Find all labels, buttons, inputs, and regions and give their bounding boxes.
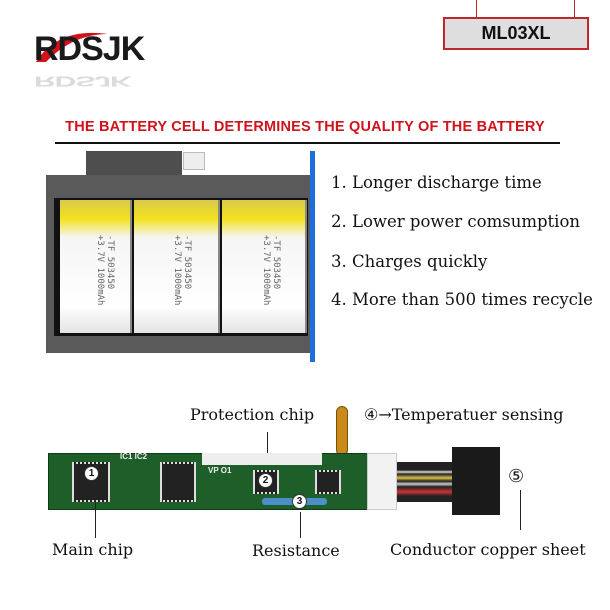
silkscreen-label: VP O1 xyxy=(208,466,232,475)
copper-sheet xyxy=(367,453,397,510)
marker-1: 1 xyxy=(84,466,99,481)
cell-label: -TF 503450+3.7V 1000mAh xyxy=(261,235,281,306)
main-chip-label: Main chip xyxy=(52,540,134,559)
main-chip xyxy=(72,462,110,502)
feature-item: 1. Longer discharge time xyxy=(331,173,542,192)
brand-logo-swoosh xyxy=(36,32,108,62)
feature-item: 3. Charges quickly xyxy=(331,252,488,271)
protection-chip xyxy=(315,470,341,494)
cable-connector xyxy=(452,447,500,515)
temperature-sensor xyxy=(336,406,348,456)
model-tag-line xyxy=(574,0,575,17)
cell-label: -TF 503450+3.7V 1000mAh xyxy=(172,235,192,306)
pcb-pad-strip xyxy=(202,453,322,465)
conductor-arrow xyxy=(520,490,521,530)
battery-cell xyxy=(60,200,132,333)
battery-connector xyxy=(183,152,205,170)
wire-harness xyxy=(397,462,453,502)
brand-logo-reflection: RDSJK xyxy=(34,73,131,90)
marker-2: 2 xyxy=(258,473,273,488)
model-tag-line xyxy=(476,0,477,17)
model-label: ML03XL xyxy=(443,17,589,50)
battery-edge-strip xyxy=(310,151,315,362)
temperature-sensing-label: ④→Temperatuer sensing xyxy=(364,405,564,424)
conductor-label: Conductor copper sheet xyxy=(390,540,586,559)
marker-5: ⑤ xyxy=(508,466,525,487)
brand-logo: RDSJK xyxy=(34,30,145,68)
feature-item: 4. More than 500 times recycle xyxy=(331,290,593,309)
battery-cell xyxy=(134,200,220,333)
marker-3: 3 xyxy=(292,494,307,509)
feature-item: 2. Lower power comsumption xyxy=(331,212,581,231)
battery-cell xyxy=(222,200,307,333)
ic-chip xyxy=(160,462,196,502)
heading-divider xyxy=(55,142,560,144)
resistance-label: Resistance xyxy=(252,541,340,560)
section-heading: THE BATTERY CELL DETERMINES THE QUALITY … xyxy=(65,119,545,135)
silkscreen-label: IC1 IC2 xyxy=(120,452,148,461)
cell-label: -TF 503450+3.7V 1000mAh xyxy=(95,235,115,306)
protection-chip-label: Protection chip xyxy=(190,405,315,424)
resistance-arrow xyxy=(300,512,301,538)
main-chip-arrow xyxy=(95,500,96,538)
